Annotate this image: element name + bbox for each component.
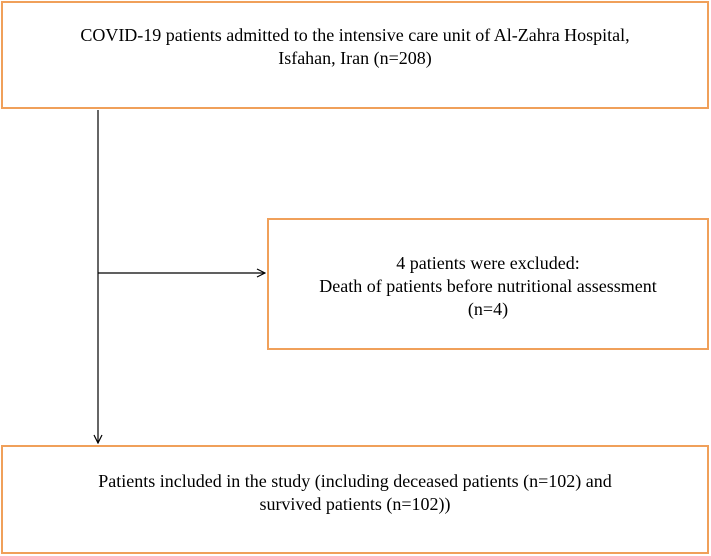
admitted-patients-box: COVID-19 patients admitted to the intens… (1, 1, 709, 109)
included-patients-text-line-1: Patients included in the study (includin… (98, 470, 612, 491)
included-patients-box: Patients included in the study (includin… (1, 445, 709, 554)
excluded-patients-text-line-3: (n=4) (467, 298, 509, 319)
excluded-patients-box: 4 patients were excluded: Death of patie… (267, 218, 709, 350)
excluded-patients-text-line-1: 4 patients were excluded: (396, 252, 580, 273)
admitted-patients-text-line-2: Isfahan, Iran (n=208) (278, 48, 432, 68)
admitted-patients-text-line-1: COVID-19 patients admitted to the intens… (80, 25, 630, 45)
included-patients-text-line-2: survived patients (n=102)) (259, 493, 451, 514)
excluded-patients-text-line-2: Death of patients before nutritional ass… (319, 275, 657, 296)
